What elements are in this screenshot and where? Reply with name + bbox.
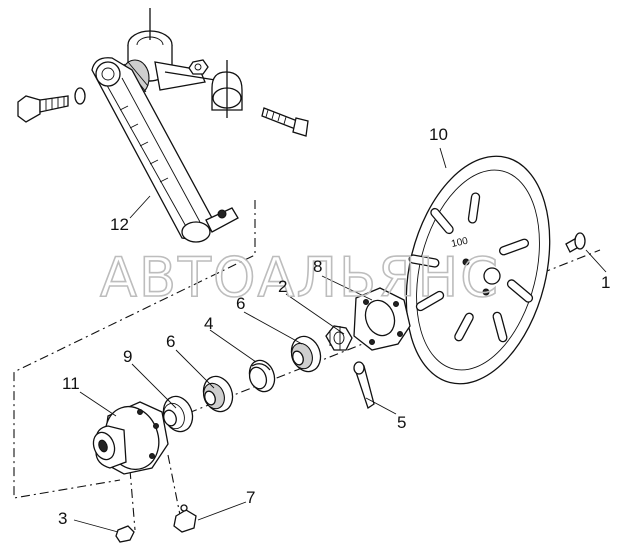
leader-lines	[73, 147, 607, 533]
wheel-hub	[92, 401, 169, 475]
plate-marking: 100	[450, 236, 469, 250]
cap-screw	[115, 525, 135, 543]
swing-arm	[91, 57, 239, 243]
watermark: АВТОАЛЬЯНС	[100, 246, 500, 309]
castle-nut	[325, 325, 353, 351]
callout-8: 8	[313, 257, 322, 276]
arm-bolt	[17, 87, 86, 123]
callout-3: 3	[58, 509, 67, 528]
callout-6-lower: 6	[166, 332, 175, 351]
callout-11: 11	[62, 374, 80, 393]
snap-ring	[248, 359, 276, 393]
callout-7: 7	[246, 488, 255, 507]
hub-flange	[353, 287, 411, 351]
seal	[162, 395, 194, 433]
clamp-bolt	[261, 107, 309, 137]
grease-fitting	[173, 504, 197, 533]
callout-1: 1	[601, 273, 610, 292]
callout-5: 5	[397, 413, 406, 432]
bracket-nut	[188, 59, 209, 75]
callout-2: 2	[278, 277, 287, 296]
large-disc	[405, 155, 551, 385]
callout-9: 9	[123, 347, 132, 366]
cotter-pin	[353, 361, 375, 410]
clamp	[211, 60, 243, 118]
callout-10: 10	[429, 125, 448, 144]
callout-6-upper: 6	[236, 294, 245, 313]
disc-bolt	[565, 232, 586, 253]
callout-12: 12	[110, 215, 129, 234]
callout-4: 4	[204, 314, 213, 333]
bearing-upper	[290, 335, 322, 373]
